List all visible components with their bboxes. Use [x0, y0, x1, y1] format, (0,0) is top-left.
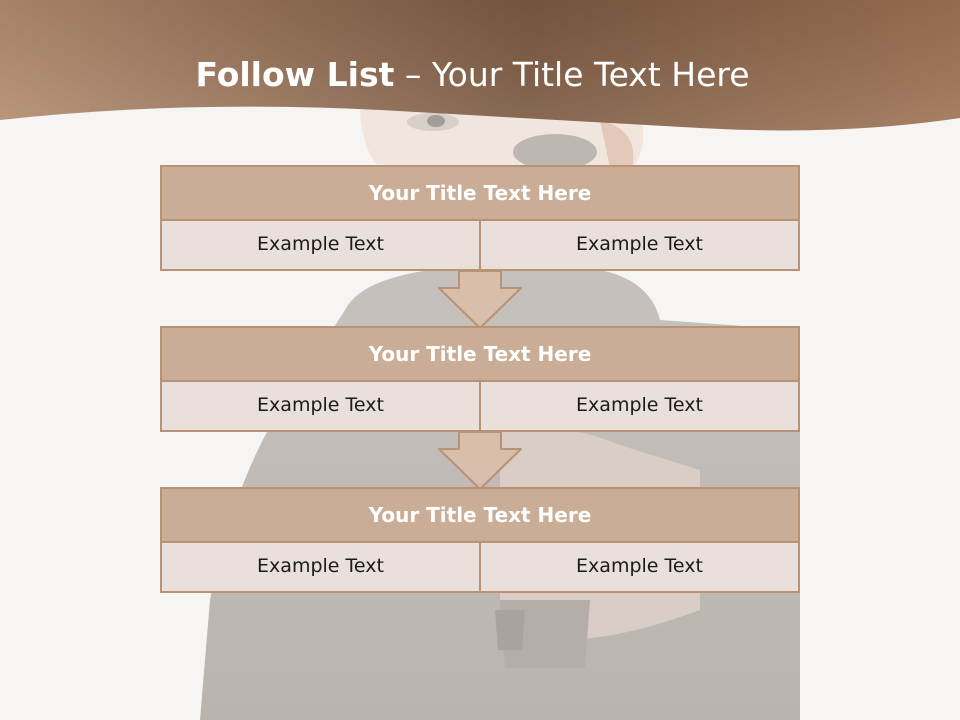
down-arrow-icon: [438, 431, 522, 490]
block-title: Your Title Text Here: [160, 326, 800, 382]
block-title: Your Title Text Here: [160, 165, 800, 221]
block-cell-right: Example Text: [479, 221, 798, 269]
slide-title-rest: – Your Title Text Here: [394, 55, 750, 94]
block-cell-left: Example Text: [257, 394, 384, 416]
block-row: Example Text Example Text: [160, 543, 800, 593]
list-block: Your Title Text Here Example Text Exampl…: [160, 326, 800, 432]
block-title: Your Title Text Here: [160, 487, 800, 543]
block-cell-right: Example Text: [479, 543, 798, 591]
block-cell-right: Example Text: [479, 382, 798, 430]
block-cell-left: Example Text: [257, 555, 384, 577]
down-arrow-icon: [438, 270, 522, 329]
header-band: [0, 0, 960, 131]
block-row: Example Text Example Text: [160, 382, 800, 432]
slide-title: Follow List – Your Title Text Here: [0, 52, 945, 98]
list-block: Your Title Text Here Example Text Exampl…: [160, 487, 800, 593]
list-block: Your Title Text Here Example Text Exampl…: [160, 165, 800, 271]
block-row: Example Text Example Text: [160, 221, 800, 271]
block-cell-left: Example Text: [257, 233, 384, 255]
slide-title-bold: Follow List: [195, 55, 395, 94]
